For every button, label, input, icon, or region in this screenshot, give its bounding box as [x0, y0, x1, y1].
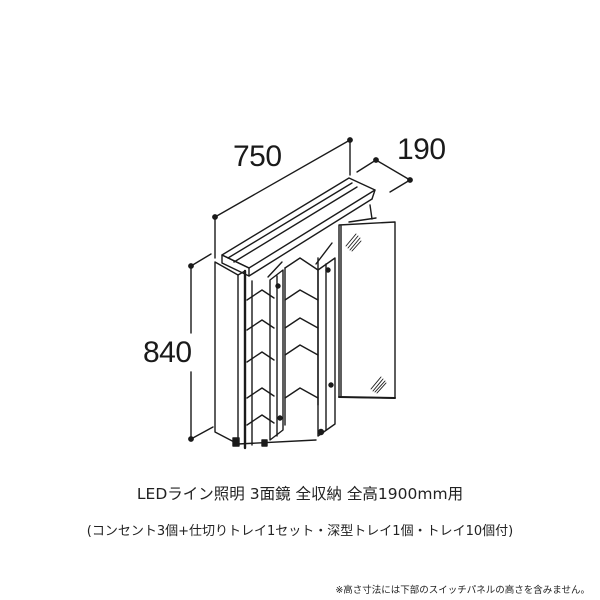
depth-dimension-label: 190	[397, 133, 446, 166]
mirror-reflection-hatch-bottom	[370, 376, 387, 394]
product-title: LEDライン照明 3面鏡 全収納 全高1900mm用	[136, 485, 464, 503]
width-dimension-line	[212, 137, 353, 259]
mirror-reflection-hatch-top	[345, 233, 362, 252]
height-dimension-line	[188, 253, 214, 442]
center-mirror-door	[315, 242, 336, 437]
switch-panel	[237, 439, 317, 447]
led-canopy	[221, 177, 376, 277]
height-footnote: ※高さ寸法には下部のスイッチパネルの高さを含みません。	[335, 585, 590, 596]
cabinet-line-drawing	[188, 137, 413, 450]
left-side-panel	[214, 261, 246, 447]
product-subtitle: (コンセント3個+仕切りトレイ1セット・深型トレイ1個・トレイ10個付)	[86, 524, 514, 539]
right-mirror-door	[338, 204, 396, 399]
left-mirror-door	[267, 261, 284, 441]
height-dimension-label: 840	[143, 336, 192, 369]
width-dimension-label: 750	[233, 140, 282, 173]
depth-dimension-line	[356, 157, 413, 193]
